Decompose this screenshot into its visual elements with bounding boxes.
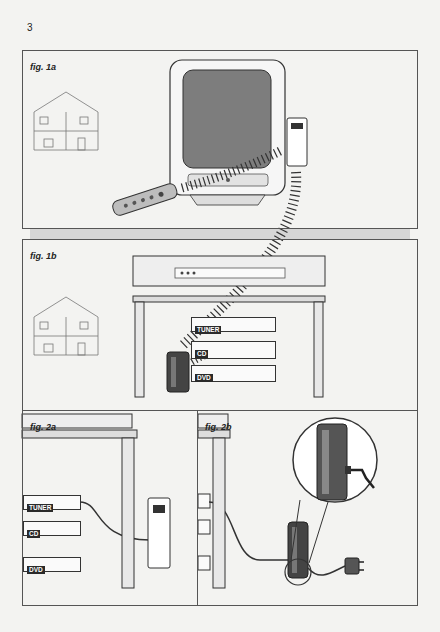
cable (80, 502, 150, 540)
figure-label: fig. 2b (205, 422, 232, 432)
figure-label: fig. 1b (30, 251, 57, 261)
device-box: CD (23, 521, 81, 536)
device-box: TUNER (191, 317, 276, 332)
ir-receiver (287, 118, 307, 166)
device-box: CD (191, 341, 276, 359)
page-number: 3 (27, 22, 33, 33)
device-label: CD (195, 350, 208, 358)
remote-control (111, 182, 178, 217)
device-box: DVD (191, 365, 276, 382)
rf-sender (167, 352, 189, 392)
device-box: TUNER (23, 495, 81, 510)
table-leg (122, 438, 134, 588)
figure-label: fig. 2a (30, 422, 56, 432)
magnifier-detail (285, 418, 377, 585)
device-label: DVD (195, 374, 213, 382)
table-leg (213, 438, 225, 588)
tv-stand (133, 256, 325, 397)
device-label: TUNER (195, 326, 221, 334)
television (170, 60, 285, 205)
figure-panel: fig. 1a (22, 50, 418, 229)
power-cord (308, 566, 345, 575)
tv-stand (22, 414, 137, 438)
separator-band (30, 229, 410, 239)
figure-panel: fig. 1b TUNER CD DVD (22, 239, 418, 411)
figure-panel: fig. 2b (197, 410, 418, 606)
ir-waves (182, 150, 282, 188)
figure-label: fig. 1a (30, 62, 56, 72)
device-box: DVD (23, 557, 81, 572)
house-sketch (34, 297, 98, 355)
ir-receiver (148, 498, 170, 568)
rf-sender (288, 522, 308, 578)
figure-panel: fig. 2a TUNER CD DVD (22, 410, 198, 606)
device-label: DVD (27, 566, 45, 574)
power-adapter (345, 558, 364, 574)
device-label: CD (27, 530, 40, 538)
house-sketch (34, 92, 98, 150)
device-label: TUNER (27, 504, 53, 512)
